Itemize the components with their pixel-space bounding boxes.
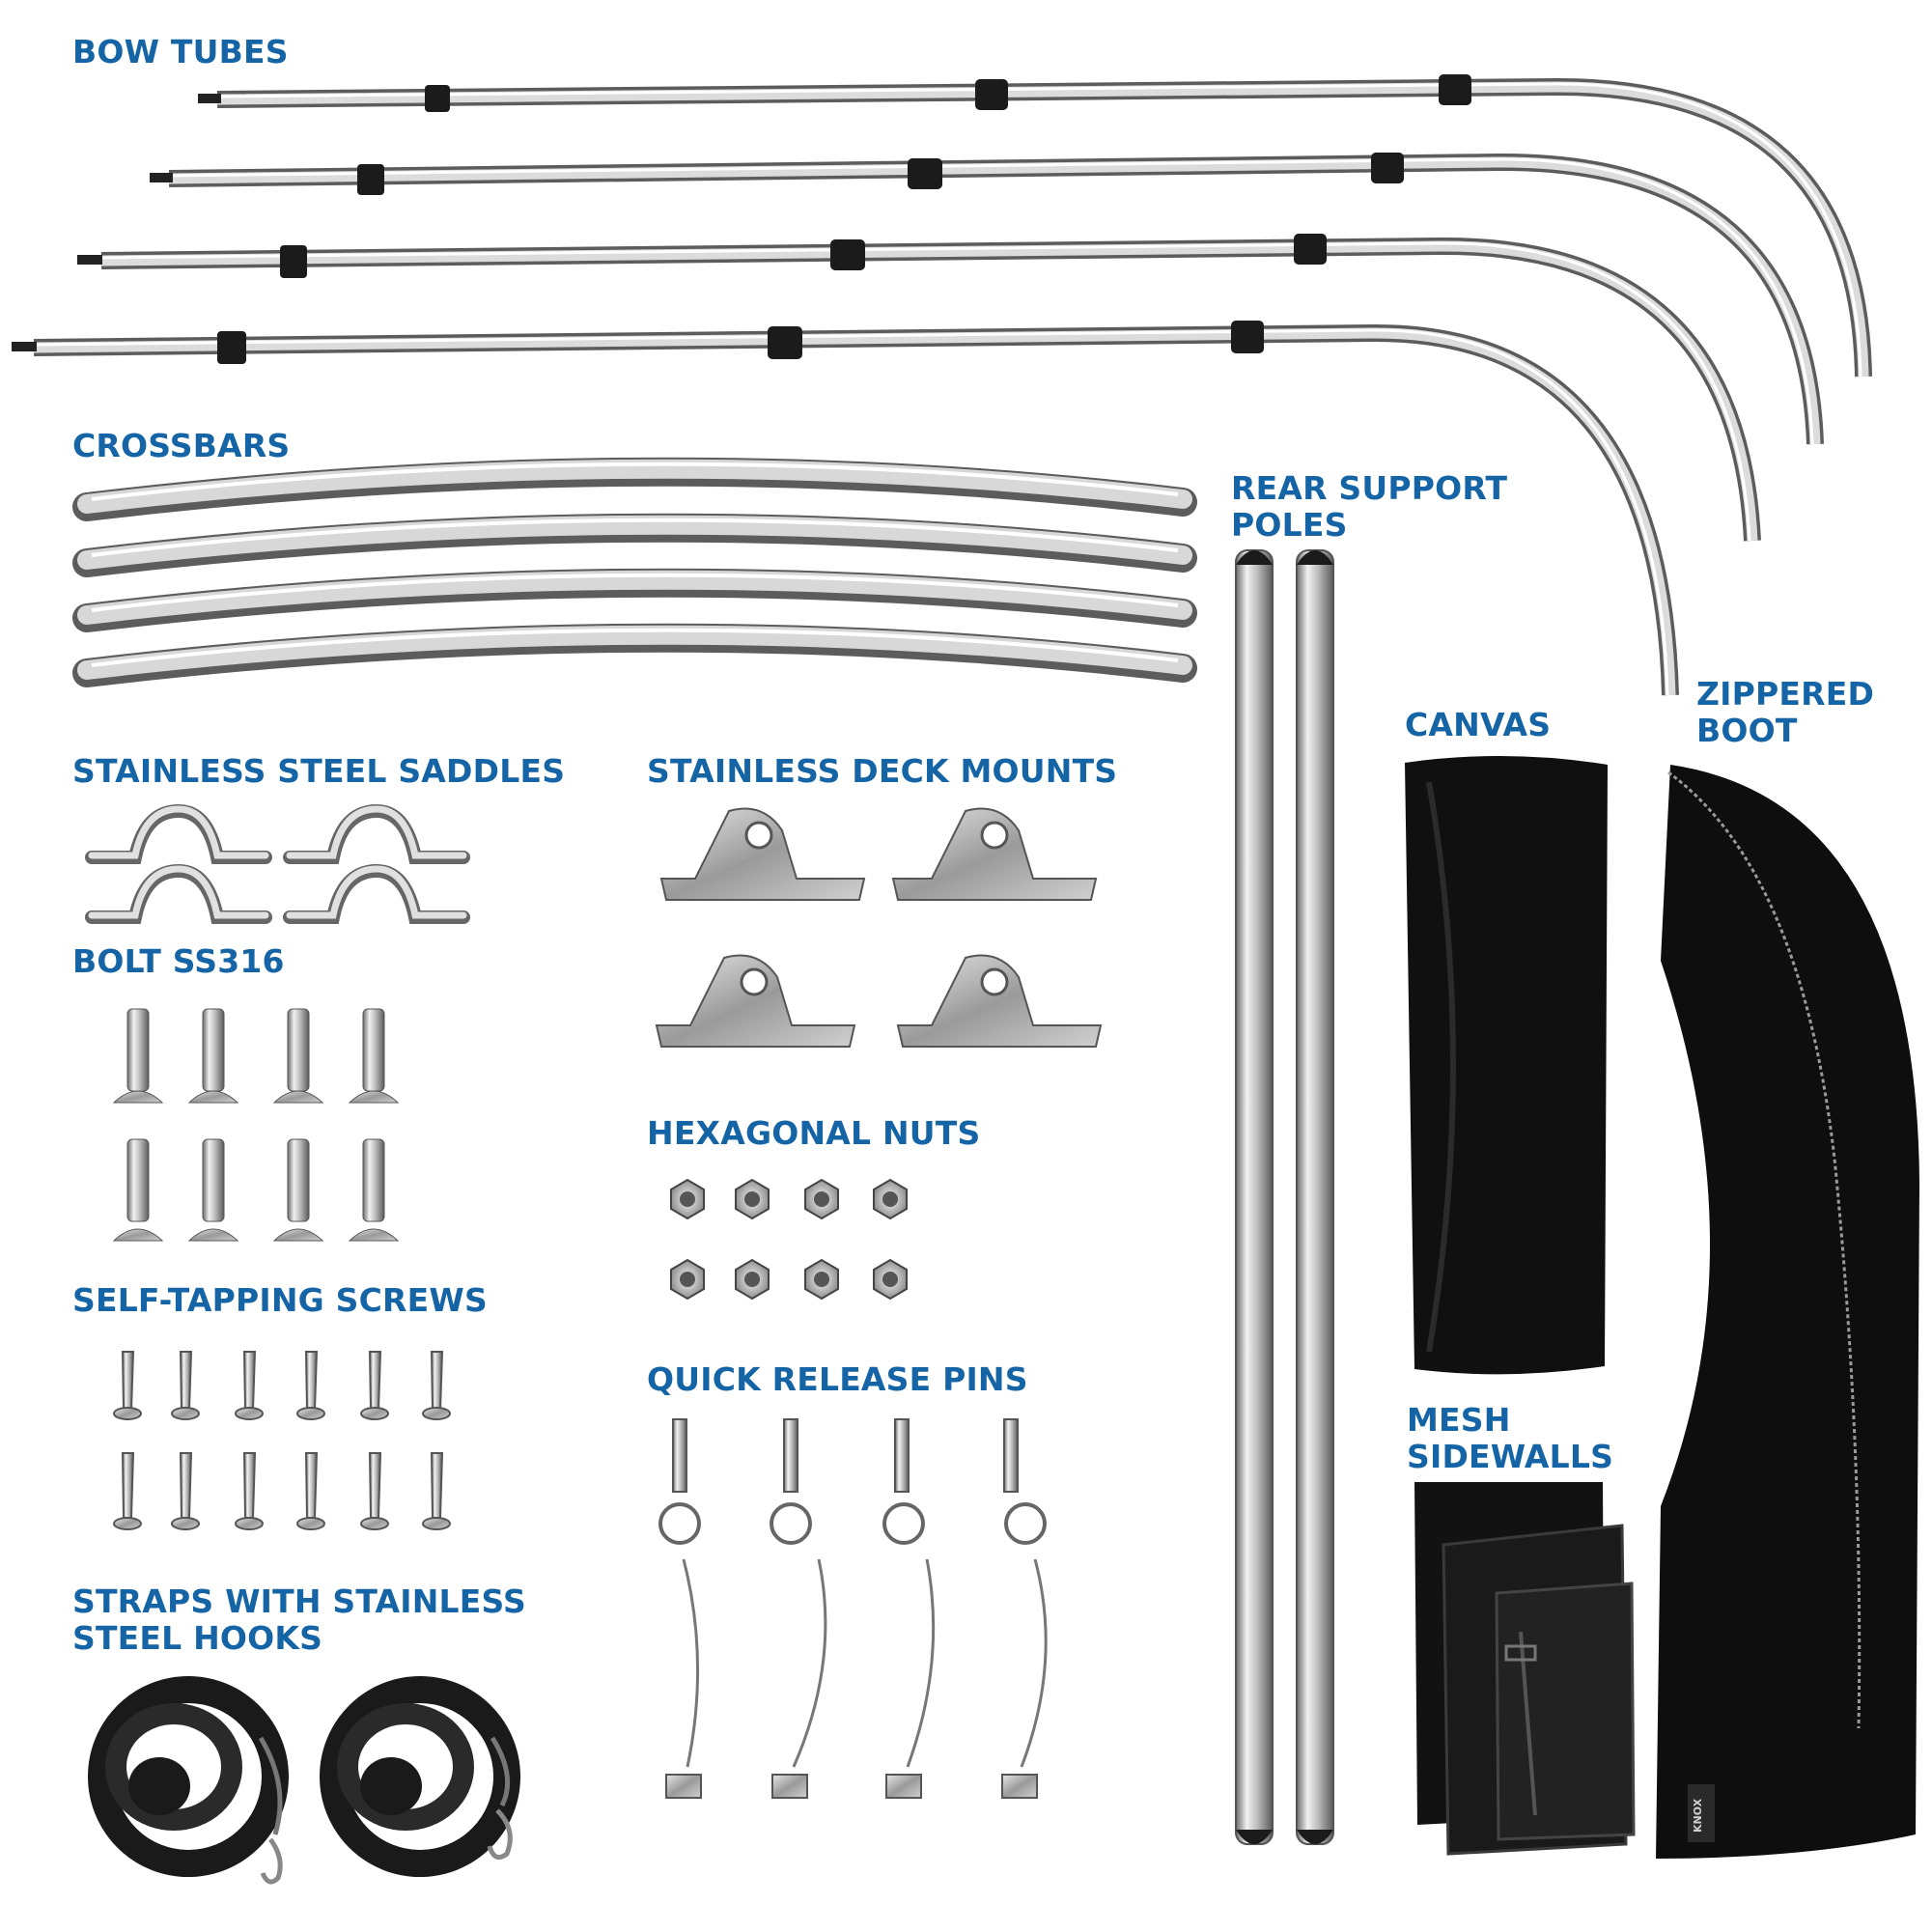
label-straps: STRAPS WITH STAINLESS STEEL HOOKS [72,1582,526,1657]
bolt [272,1138,324,1242]
hexagonal-nuts [670,1178,908,1301]
label-stainless-deck-mounts: STAINLESS DECK MOUNTS [647,752,1118,790]
bolt [112,1008,164,1104]
deck-mount [655,954,856,1048]
bow-tube [12,321,1679,696]
hex-nut [735,1178,770,1220]
boot-brand-mark: KNOX [1692,1798,1704,1833]
straps-with-hooks [88,1676,520,1885]
hex-nut [804,1178,839,1220]
rear-support-poles [1235,549,1334,1845]
crossbar [72,513,1197,577]
bolt [187,1138,239,1242]
mesh-sidewalls [1414,1482,1636,1856]
saddle [283,803,470,864]
hex-nut [804,1258,839,1301]
canvas-bag [1405,755,1608,1375]
screw [171,1351,200,1420]
hex-nut [735,1258,770,1301]
bolts-ss316 [112,1008,400,1242]
label-bow-tubes: BOW TUBES [72,33,289,70]
label-crossbars: CROSSBARS [72,427,291,464]
hex-nut [670,1178,705,1220]
quick-release-pin [1001,1418,1048,1799]
deck-mount [896,954,1103,1048]
crossbar [72,623,1197,687]
label-self-tapping-screws: SELF-TAPPING SCREWS [72,1281,488,1319]
self-tapping-screws [113,1351,451,1530]
screw [171,1452,200,1530]
screw [360,1351,389,1420]
label-mesh-sidewalls: MESH SIDEWALLS [1407,1401,1614,1475]
label-bolt: BOLT SS316 [72,942,285,980]
screw [296,1351,325,1420]
quick-release-pin [658,1418,702,1799]
screw [235,1351,264,1420]
strap-coil [320,1676,520,1877]
quick-release-pin [770,1418,827,1799]
bolt [348,1138,400,1242]
strap-coil [88,1676,289,1885]
screw [113,1351,142,1420]
saddle [283,863,470,924]
crossbar [72,568,1197,632]
stainless-deck-mounts [655,807,1103,1048]
screw [422,1452,451,1530]
bolt [348,1008,400,1104]
label-canvas: CANVAS [1405,706,1552,743]
screw [296,1452,325,1530]
crossbar [72,457,1197,521]
hex-nut [670,1258,705,1301]
label-zippered-boot: ZIPPERED BOOT [1696,675,1875,749]
bolt [112,1138,164,1242]
label-hexagonal-nuts: HEXAGONAL NUTS [647,1114,981,1152]
saddle [85,803,272,864]
hex-nut [873,1258,908,1301]
screw [360,1452,389,1530]
bow-tubes [12,74,1872,696]
screw [113,1452,142,1530]
deck-mount [659,807,866,901]
deck-mount [891,807,1098,901]
crossbars [72,457,1197,687]
quick-release-pins [658,1418,1048,1799]
bolt [187,1008,239,1104]
quick-release-pin [882,1418,936,1799]
rear-support-pole [1296,549,1334,1845]
screw [235,1452,264,1530]
bolt [272,1008,324,1104]
label-quick-release-pins: QUICK RELEASE PINS [647,1360,1028,1398]
label-rear-support-poles: REAR SUPPORT POLES [1231,469,1508,544]
bow-tube [77,234,1761,542]
screw [422,1351,451,1420]
stainless-steel-saddles [85,803,470,924]
saddle [85,863,272,924]
bow-tube [150,153,1824,445]
rear-support-pole [1235,549,1274,1845]
zippered-boot [1656,765,1919,1859]
bow-tube [198,74,1872,378]
label-stainless-steel-saddles: STAINLESS STEEL SADDLES [72,752,566,790]
hex-nut [873,1178,908,1220]
